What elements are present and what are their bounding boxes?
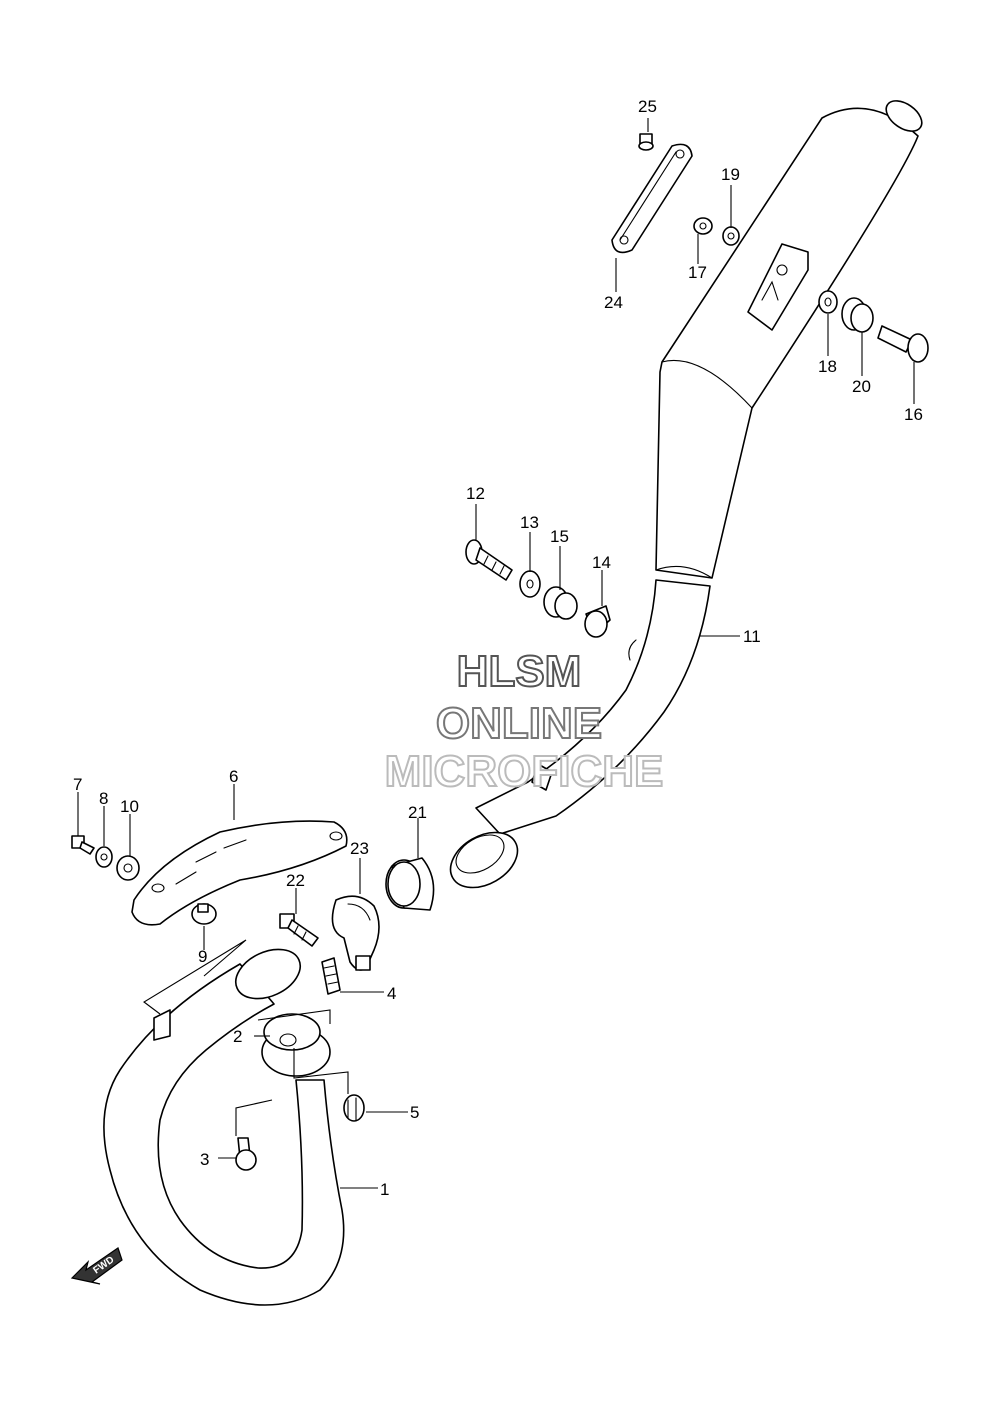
callout-19: 19 bbox=[721, 165, 740, 184]
exhaust-pipe bbox=[103, 948, 345, 1306]
leader-lines bbox=[77, 118, 915, 1189]
part-4-stud bbox=[321, 957, 341, 995]
callout-8: 8 bbox=[99, 789, 108, 808]
part-8-washer bbox=[95, 846, 113, 868]
part-20-collar bbox=[841, 297, 874, 333]
part-16-bolt bbox=[877, 325, 929, 363]
part-9-bolt bbox=[191, 903, 217, 925]
watermark-line3: MICROFICHE bbox=[385, 747, 664, 796]
part-24-strap bbox=[611, 143, 693, 254]
muffler bbox=[449, 100, 923, 889]
part-25-bolt bbox=[638, 133, 654, 151]
callout-16: 16 bbox=[904, 405, 923, 424]
part-15-grommet bbox=[543, 586, 578, 620]
callout-9: 9 bbox=[198, 947, 207, 966]
heat-shield bbox=[131, 820, 348, 926]
part-17-nut bbox=[693, 217, 713, 235]
part-5-nut bbox=[343, 1094, 365, 1122]
part-12-bolt bbox=[465, 539, 513, 581]
part-21-gasket bbox=[385, 857, 435, 911]
callout-21: 21 bbox=[408, 803, 427, 822]
callout-12: 12 bbox=[466, 484, 485, 503]
part-19-washer bbox=[722, 226, 740, 246]
callout-4: 4 bbox=[387, 984, 396, 1003]
callout-22: 22 bbox=[286, 871, 305, 890]
callout-7: 7 bbox=[73, 775, 82, 794]
callout-25: 25 bbox=[638, 97, 657, 116]
callout-23: 23 bbox=[350, 839, 369, 858]
callout-1: 1 bbox=[380, 1180, 389, 1199]
callout-6: 6 bbox=[229, 767, 238, 786]
callout-11: 11 bbox=[743, 627, 761, 646]
fwd-arrow-icon: FWD bbox=[70, 1247, 123, 1285]
callout-18: 18 bbox=[818, 357, 837, 376]
watermark-line1: HLSM bbox=[457, 647, 582, 696]
part-10-collar bbox=[116, 855, 140, 881]
callout-17: 17 bbox=[688, 263, 707, 282]
callout-20: 20 bbox=[852, 377, 871, 396]
watermark: HLSM ONLINE MICROFICHE bbox=[384, 646, 665, 797]
part-14-collar bbox=[584, 605, 611, 638]
part-3-bolt bbox=[235, 1137, 257, 1171]
callout-5: 5 bbox=[410, 1103, 419, 1122]
part-23-clamp bbox=[331, 895, 380, 971]
part-7-bolt bbox=[71, 835, 95, 855]
callout-15: 15 bbox=[550, 527, 569, 546]
callout-13: 13 bbox=[520, 513, 539, 532]
callout-14: 14 bbox=[592, 553, 611, 572]
part-13-washer bbox=[519, 570, 541, 598]
callout-2: 2 bbox=[233, 1027, 242, 1046]
watermark-line2: ONLINE bbox=[436, 699, 602, 748]
part-18-washer bbox=[818, 290, 838, 314]
callout-10: 10 bbox=[120, 797, 139, 816]
callout-3: 3 bbox=[200, 1150, 209, 1169]
callouts: 1 2 3 4 5 6 7 8 9 10 11 12 13 14 15 16 1… bbox=[73, 97, 923, 1199]
part-22-bolt bbox=[279, 913, 319, 947]
callout-24: 24 bbox=[604, 293, 623, 312]
